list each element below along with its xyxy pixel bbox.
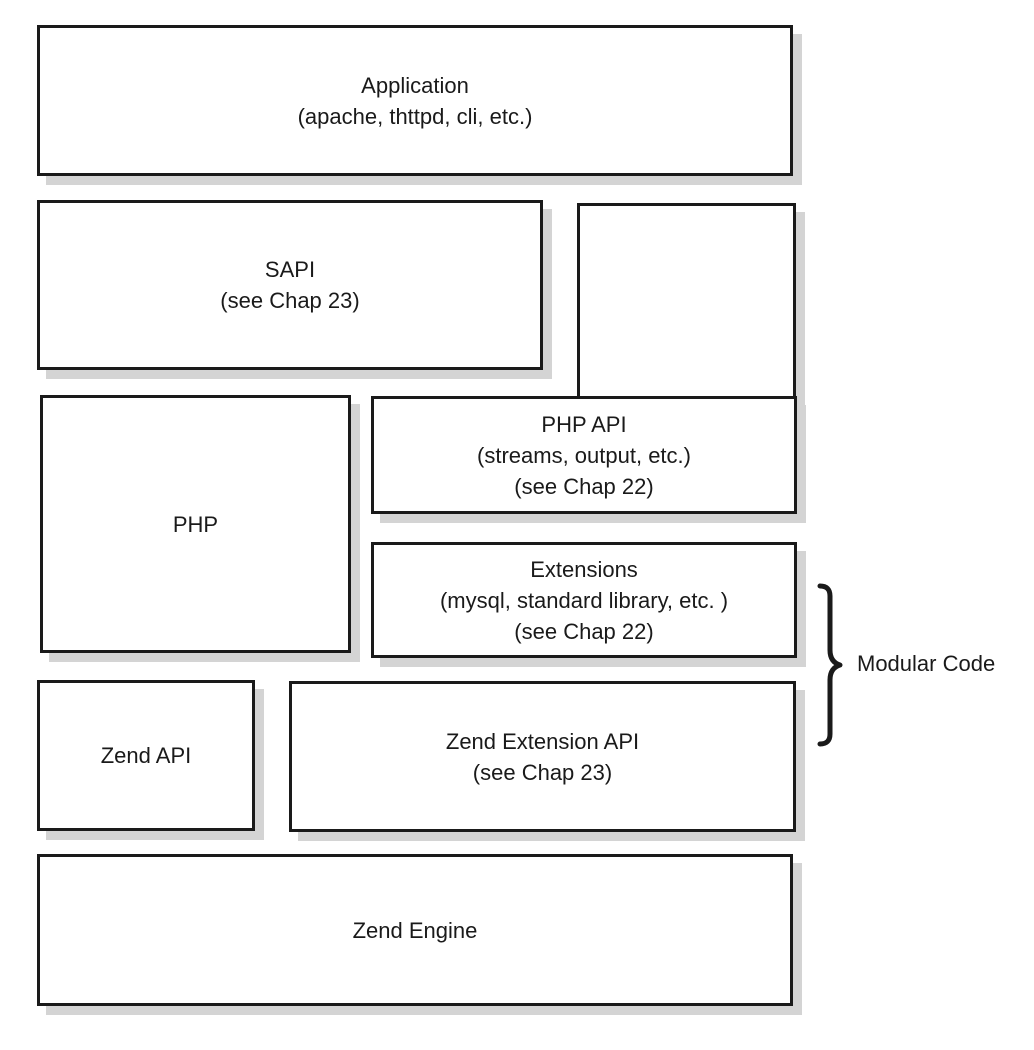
zend-engine-label: Zend Engine <box>353 915 478 946</box>
extensions-chapter: (see Chap 22) <box>514 618 654 644</box>
zend-api-box: Zend API <box>37 680 255 831</box>
application-subtitle: (apache, thttpd, cli, etc.) <box>297 103 533 129</box>
zend-extension-api-box: Zend Extension API (see Chap 23) <box>289 681 796 832</box>
php-api-title: PHP API <box>541 411 627 437</box>
blank-box <box>577 203 796 403</box>
extensions-title: Extensions <box>530 556 638 582</box>
php-label: PHP <box>173 509 218 540</box>
sapi-box: SAPI (see Chap 23) <box>37 200 543 370</box>
extensions-box: Extensions (mysql, standard library, etc… <box>371 542 797 658</box>
sapi-title: SAPI <box>264 257 316 282</box>
sapi-subtitle: (see Chap 23) <box>220 288 360 313</box>
sapi-label: SAPI (see Chap 23) <box>220 254 359 316</box>
zend-extension-api-label: Zend Extension API (see Chap 23) <box>446 726 639 788</box>
zend-engine-title: Zend Engine <box>352 917 478 943</box>
zend-extension-api-subtitle: (see Chap 23) <box>472 759 613 785</box>
extensions-subtitle: (mysql, standard library, etc. ) <box>439 587 729 613</box>
php-api-chapter: (see Chap 22) <box>514 473 654 499</box>
php-title: PHP <box>172 511 219 537</box>
application-box: Application (apache, thttpd, cli, etc.) <box>37 25 793 176</box>
zend-api-title: Zend API <box>100 743 192 768</box>
zend-api-label: Zend API <box>101 740 192 771</box>
php-api-box: PHP API (streams, output, etc.) (see Cha… <box>371 396 797 514</box>
php-box: PHP <box>40 395 351 653</box>
modular-code-label: Modular Code <box>857 651 996 676</box>
zend-engine-box: Zend Engine <box>37 854 793 1006</box>
curly-brace-icon <box>817 583 843 747</box>
application-title: Application <box>361 72 469 98</box>
zend-extension-api-title: Zend Extension API <box>445 728 640 754</box>
application-label: Application (apache, thttpd, cli, etc.) <box>298 70 533 132</box>
php-api-subtitle: (streams, output, etc.) <box>477 442 691 468</box>
extensions-label: Extensions (mysql, standard library, etc… <box>440 554 728 647</box>
php-api-label: PHP API (streams, output, etc.) (see Cha… <box>477 409 691 502</box>
